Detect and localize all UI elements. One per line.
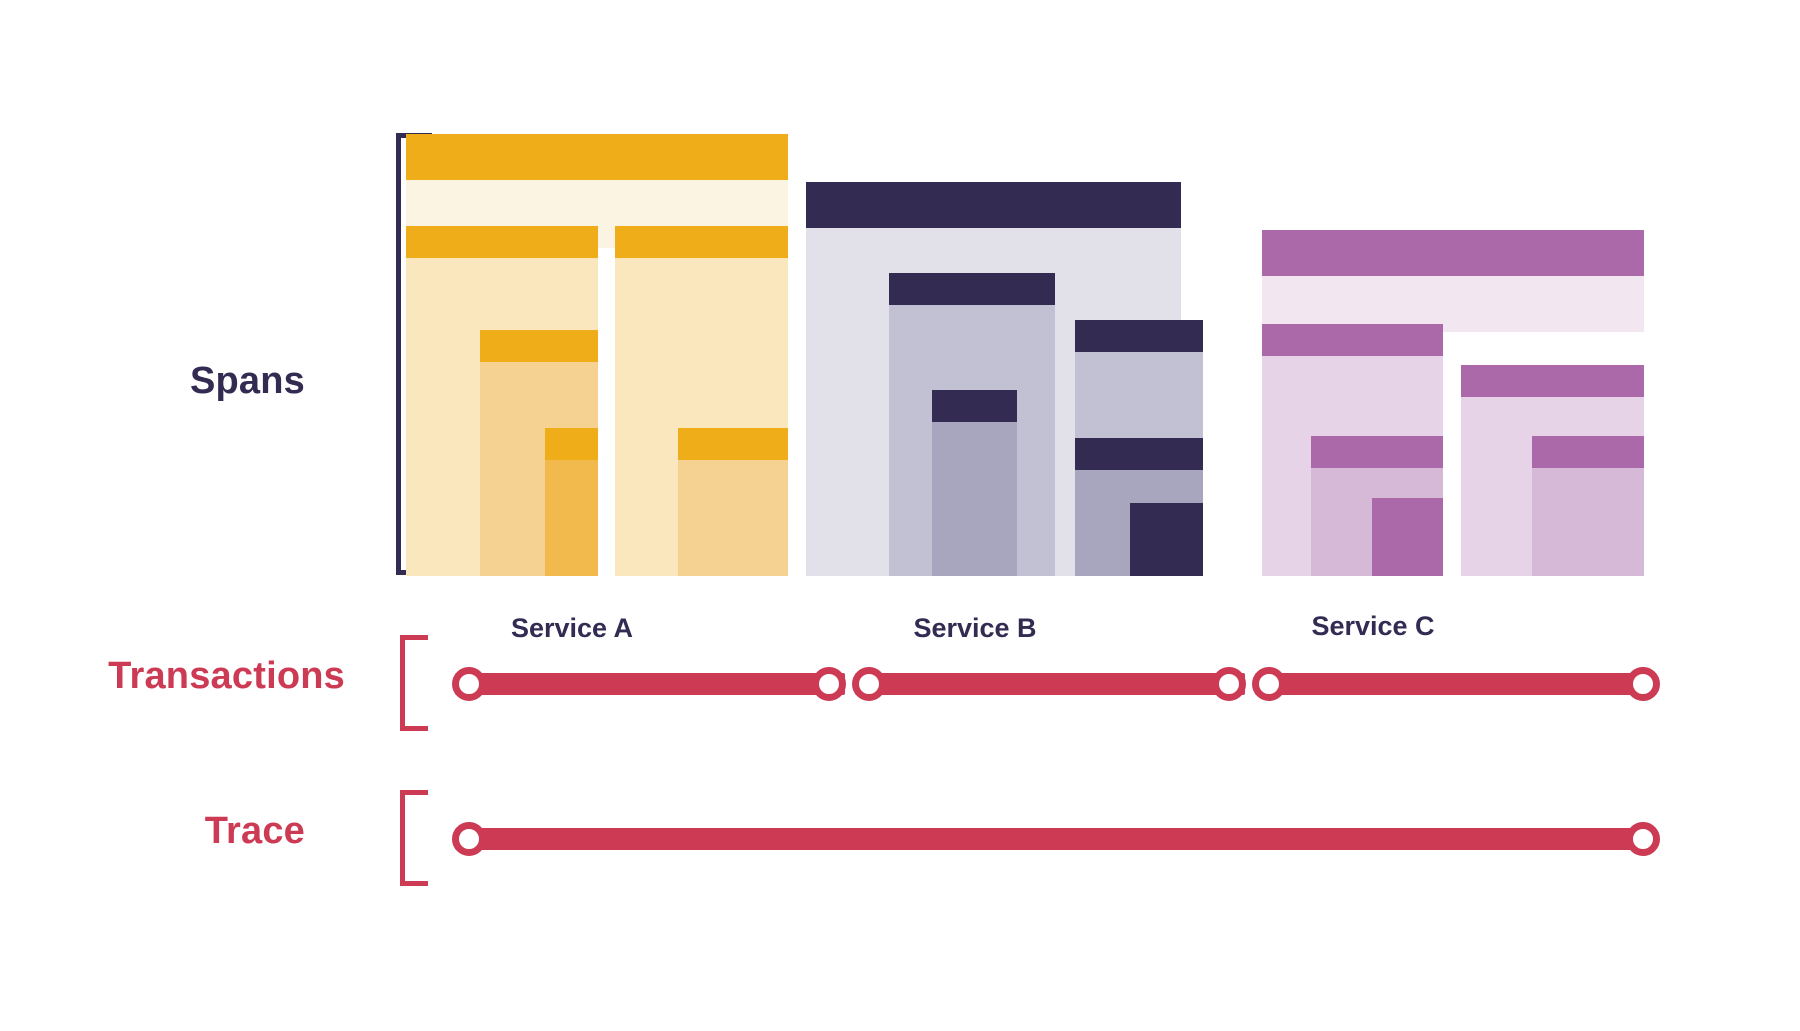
trace-line[interactable] [455,828,1645,850]
span-b-gc-3-body [1130,535,1203,576]
transaction-node-a-start[interactable] [452,667,486,701]
span-c-gc-2-body [1372,530,1443,576]
caption-service-c: Service C [1311,611,1435,641]
span-a-child-1 [406,226,598,258]
trace-node-end[interactable] [1626,822,1660,856]
span-c-grandchild-1 [1311,436,1443,468]
caption-service-a: Service A [510,613,634,643]
transaction-node-b-start[interactable] [852,667,886,701]
span-a-grandchild-3 [678,428,788,460]
span-c-grandchild-2 [1372,498,1443,530]
bracket-trace [400,790,428,886]
span-c-child-1 [1262,324,1443,356]
transaction-node-c-start[interactable] [1252,667,1286,701]
transaction-node-c-end[interactable] [1626,667,1660,701]
caption-service-b: Service B [913,613,1037,643]
transaction-node-b-end[interactable] [1212,667,1246,701]
span-c-root-body [1262,276,1644,332]
bracket-trace-stroke [400,790,428,886]
span-b-gc-1-body [932,422,1017,576]
transaction-service-a[interactable] [455,673,845,695]
span-b-child-2 [1075,320,1203,352]
span-c-child-2 [1461,365,1644,397]
span-a-grandchild-1 [480,330,598,362]
span-c-grandchild-3 [1532,436,1644,468]
span-b-grandchild-2 [1075,438,1203,470]
transaction-service-b[interactable] [855,673,1245,695]
row-label-spans: Spans [189,360,305,402]
transaction-node-a-end[interactable] [812,667,846,701]
row-label-trace: Trace [204,810,305,852]
span-a-child-2 [615,226,788,258]
transaction-service-c[interactable] [1255,673,1645,695]
span-a-gc-3-body [678,460,788,576]
bracket-transactions-stroke [400,635,428,731]
span-a-gc-2-body [545,460,598,576]
span-b-root [806,182,1181,228]
span-b-grandchild-1 [932,390,1017,422]
span-c-gc-3-body [1532,468,1644,576]
trace-node-start[interactable] [452,822,486,856]
spans-region [406,134,1644,576]
span-b-grandchild-3 [1130,503,1203,535]
span-a-grandchild-2 [545,428,598,460]
bracket-transactions [400,635,428,731]
span-b-child-1 [889,273,1055,305]
span-a-root [406,134,788,180]
span-c-root [1262,230,1644,276]
row-label-transactions: Transactions [108,655,345,697]
